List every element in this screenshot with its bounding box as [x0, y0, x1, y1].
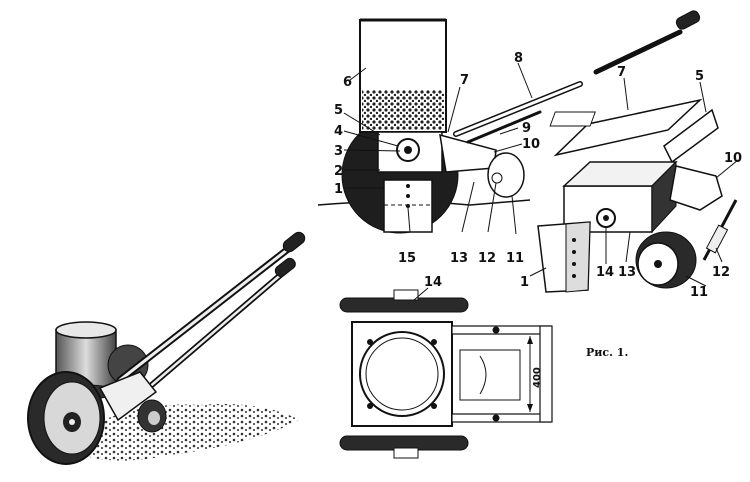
leader-lines-exploded: [529, 77, 739, 287]
label-6: 6: [343, 75, 352, 90]
label-13-exploded: 13: [618, 265, 636, 280]
label-13: 13: [450, 251, 468, 266]
label-5: 5: [334, 103, 343, 118]
label-1: 1: [334, 182, 343, 197]
seed-sprocket: [396, 138, 420, 162]
label-7-exploded: 7: [617, 65, 626, 80]
spring-rod: [702, 199, 738, 261]
dimension-400: 400: [527, 336, 543, 412]
exploded-view: 7 5 10 1 14 13 12 11: [520, 65, 742, 300]
label-9: 9: [522, 121, 531, 136]
label-7: 7: [460, 73, 469, 88]
label-1-exploded: 1: [520, 275, 529, 290]
label-15: 15: [398, 251, 416, 266]
side-section-view: 6 5 4 3 2 1 7 8 9 10 13 12 11 15: [317, 10, 701, 266]
housing-box: [562, 160, 678, 234]
label-11: 11: [506, 251, 524, 266]
label-5-exploded: 5: [695, 69, 704, 84]
label-8: 8: [514, 51, 523, 66]
label-3: 3: [334, 144, 343, 159]
perspective-view: [27, 231, 306, 465]
hopper-lid: [549, 98, 703, 157]
hopper-section: [359, 18, 447, 133]
flap: [663, 108, 719, 164]
dimension-400-label: 400: [532, 367, 543, 388]
label-14-exploded: 14: [596, 265, 614, 280]
press-roller: [635, 231, 697, 289]
label-2: 2: [334, 164, 343, 179]
label-10-exploded: 10: [724, 151, 742, 166]
handle-perspective: [116, 231, 306, 398]
plan-view: 400 14: [339, 275, 553, 459]
front-roller-section: [487, 152, 525, 198]
plan-arms: [451, 325, 553, 423]
label-10: 10: [522, 137, 540, 152]
label-14-plan: 14: [424, 275, 442, 290]
frame-perspective: [98, 371, 158, 422]
label-11-exploded: 11: [690, 285, 708, 300]
leader-lines-side: [343, 62, 533, 235]
figure-caption: Рис. 1.: [586, 346, 628, 359]
front-wheel-perspective: [27, 371, 105, 465]
label-12: 12: [478, 251, 496, 266]
label-12-exploded: 12: [712, 265, 730, 280]
seed-tube: [537, 221, 591, 293]
small-wheel-perspective: [137, 399, 167, 433]
label-4: 4: [334, 124, 343, 139]
handle-section: [453, 10, 701, 144]
support-arm: [669, 165, 723, 211]
